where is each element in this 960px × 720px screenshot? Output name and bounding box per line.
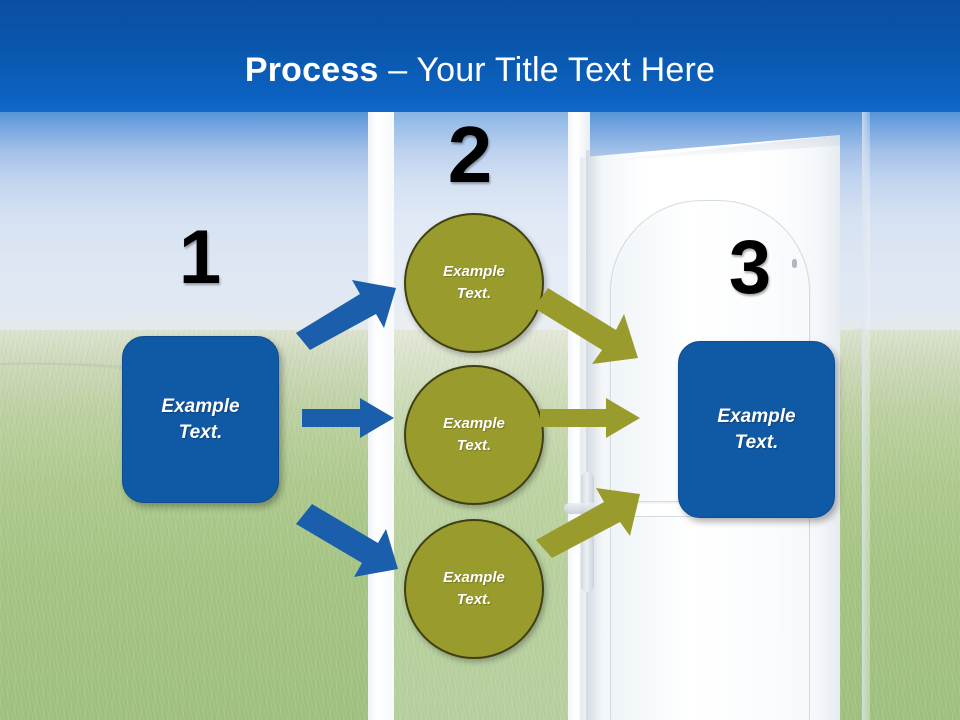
title-banner xyxy=(0,0,960,112)
step2-circle-middle[interactable]: Example Text. xyxy=(404,365,544,505)
step-number-2: 2 xyxy=(447,110,493,199)
step3-process-box[interactable]: Example Text. xyxy=(678,341,835,518)
step2-circle-middle-label: Example Text. xyxy=(443,415,505,454)
door-right-seam xyxy=(862,112,870,720)
step2-circle-bottom-label: Example Text. xyxy=(443,569,505,608)
page-title-rest: – Your Title Text Here xyxy=(378,51,716,89)
blue-arrow-down-right-icon xyxy=(296,504,398,577)
step2-circle-top[interactable]: Example Text. xyxy=(404,213,544,353)
step2-circle-top-label: Example Text. xyxy=(443,263,505,302)
olive-arrow-down-right-icon xyxy=(534,288,638,364)
blue-arrow-right-icon xyxy=(302,398,394,438)
step2-circle-bottom[interactable]: Example Text. xyxy=(404,519,544,659)
door-panel-moulding-bottom xyxy=(610,516,810,720)
page-title-emphasis: Process xyxy=(244,51,379,89)
step1-process-box[interactable]: Example Text. xyxy=(122,336,279,503)
door-strike-plate-dot xyxy=(792,259,797,268)
olive-arrow-right-icon xyxy=(540,398,640,438)
step3-box-label: Example Text. xyxy=(717,405,796,453)
step-number-3: 3 xyxy=(728,225,772,310)
step1-box-label: Example Text. xyxy=(161,395,240,443)
blue-arrow-up-right-icon xyxy=(296,280,396,350)
door-handle-lever xyxy=(564,503,598,514)
page-title: Process – Your Title Text Here xyxy=(0,50,960,90)
step-number-1: 1 xyxy=(178,215,222,300)
olive-arrow-up-right-icon xyxy=(536,488,640,558)
